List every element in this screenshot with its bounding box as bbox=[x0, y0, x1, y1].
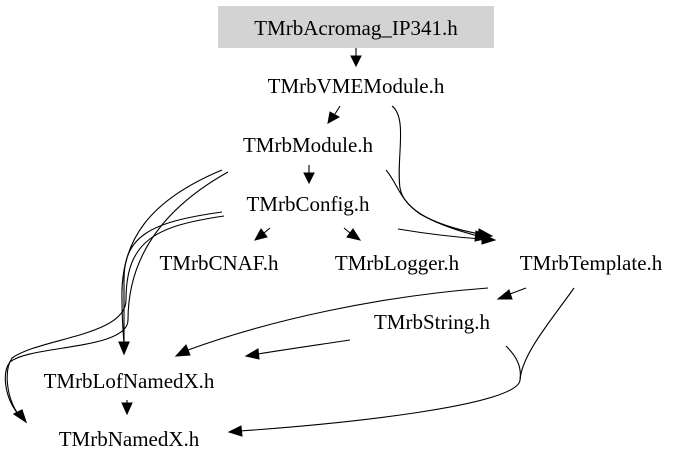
edge-config-lofnamed bbox=[123, 211, 223, 344]
node-module-label[interactable]: TMrbModule.h bbox=[243, 133, 374, 157]
edge-config-lofnamed-arrowhead bbox=[118, 341, 130, 356]
edge-module-lofnamed bbox=[121, 169, 223, 345]
node-lofnamed-label[interactable]: TMrbLofNamedX.h bbox=[44, 369, 215, 393]
edge-template-named bbox=[239, 287, 575, 432]
edge-template-string-arrowhead bbox=[496, 289, 513, 300]
edge-module-named bbox=[4, 171, 229, 415]
edge-config-logger bbox=[343, 227, 351, 234]
edge-config-named-arrowhead bbox=[13, 409, 27, 424]
node-template-label[interactable]: TMrbTemplate.h bbox=[520, 251, 663, 275]
edge-string-lofnamed-arrowhead bbox=[244, 348, 260, 360]
edge-config-cnaf bbox=[263, 227, 271, 234]
edge-module-template bbox=[385, 169, 481, 235]
edges bbox=[4, 48, 575, 437]
node-acromag-label[interactable]: TMrbAcromag_IP341.h bbox=[254, 16, 458, 40]
edge-vme-module bbox=[334, 105, 341, 115]
edge-lofnamed-named-arrowhead bbox=[121, 402, 133, 416]
edge-config-template-arrowhead bbox=[481, 233, 497, 245]
edge-string-named bbox=[505, 345, 521, 381]
edge-vme-module-arrowhead bbox=[327, 111, 341, 124]
edge-module-config-arrowhead bbox=[303, 172, 315, 185]
edge-config-cnaf-arrowhead bbox=[254, 228, 268, 241]
edge-template-named-arrowhead bbox=[227, 425, 243, 437]
node-config-label[interactable]: TMrbConfig.h bbox=[246, 192, 370, 216]
edge-config-logger-arrowhead bbox=[346, 228, 362, 241]
node-logger-label[interactable]: TMrbLogger.h bbox=[335, 251, 460, 275]
node-vme-label[interactable]: TMrbVMEModule.h bbox=[268, 74, 445, 98]
edge-template-lofnamed-arrowhead bbox=[174, 344, 191, 357]
edge-config-named bbox=[6, 215, 225, 415]
edge-vme-template bbox=[391, 105, 479, 237]
node-string-label[interactable]: TMrbString.h bbox=[374, 310, 491, 334]
edge-acromag-vme-arrowhead bbox=[350, 55, 362, 68]
edge-template-string bbox=[509, 287, 527, 295]
nodes: TMrbAcromag_IP341.h TMrbVMEModule.h TMrb… bbox=[44, 16, 663, 451]
edge-config-template bbox=[397, 228, 483, 240]
node-cnaf-label[interactable]: TMrbCNAF.h bbox=[159, 251, 279, 275]
node-named-label[interactable]: TMrbNamedX.h bbox=[59, 427, 200, 451]
edge-template-lofnamed bbox=[187, 287, 489, 351]
node-acromag-box bbox=[218, 6, 494, 48]
edge-string-lofnamed bbox=[257, 339, 351, 355]
